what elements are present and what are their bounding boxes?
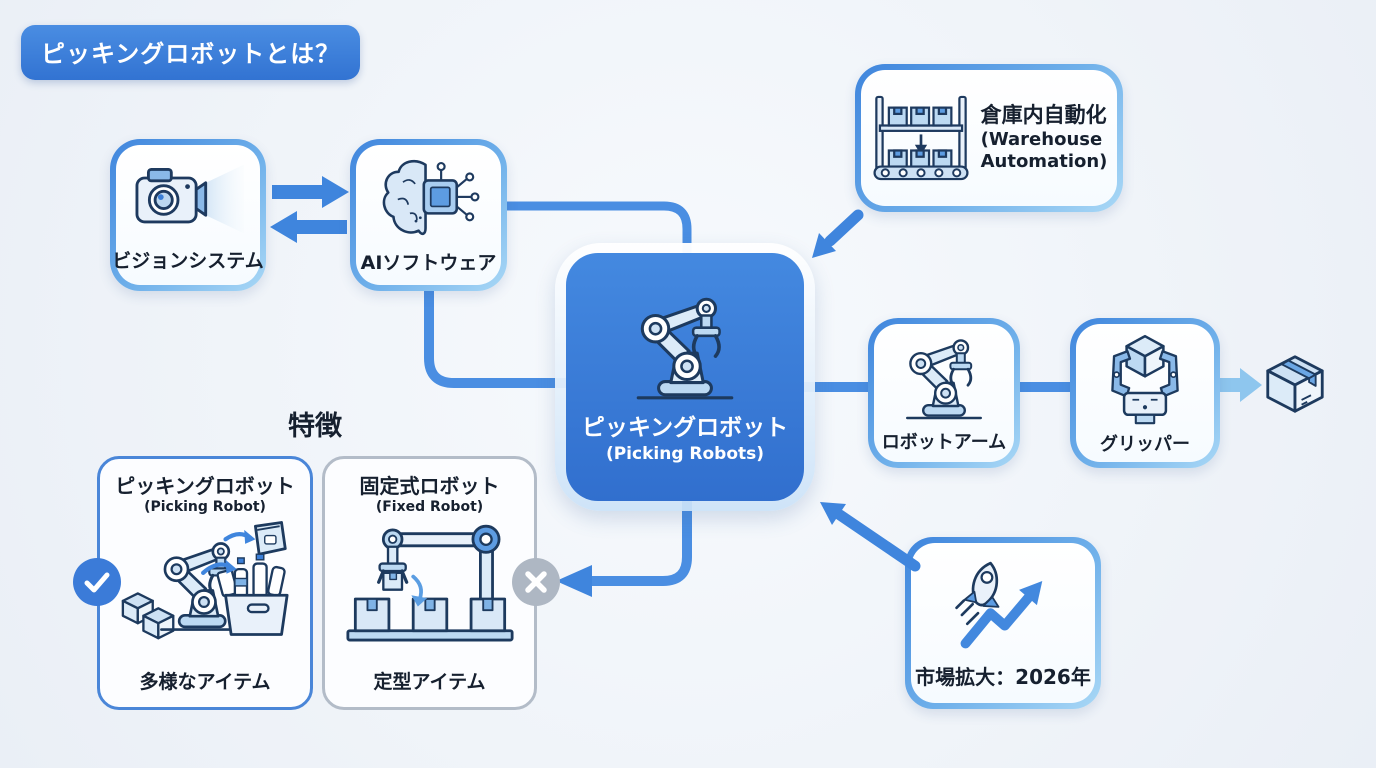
market-to-picking-arrow-shaft	[834, 509, 921, 572]
robot-arm-node: ロボットアーム	[868, 318, 1020, 468]
market-expansion-label: 市場拡大：2026年	[915, 665, 1091, 689]
ai-software-label: AIソフトウェア	[360, 251, 497, 274]
camera-icon	[135, 164, 244, 234]
vision-system-label: ビジョンシステム	[112, 250, 264, 272]
features-heading: 特徴	[288, 411, 342, 442]
market-expansion-node: 市場拡大：2026年	[905, 537, 1101, 709]
picking-variety-illustration	[121, 521, 289, 640]
vision-to-ai-arrow	[272, 176, 349, 208]
warehouse-automation-node: 倉庫内自動化 (Warehouse Automation)	[855, 64, 1123, 212]
picking-robot-arm-icon	[636, 297, 734, 400]
ai-to-vision-arrow	[270, 211, 347, 243]
brain-chip-icon	[382, 159, 479, 235]
picking-card-caption: 多様なアイテム	[139, 671, 271, 693]
fixed-card-title: 固定式ロボット	[359, 474, 500, 498]
warehouse-to-picking-arrow-shaft	[824, 209, 864, 247]
package-box-icon	[1266, 355, 1324, 413]
ai-to-picking-side-connector	[424, 283, 575, 388]
picking-card-subtitle: (Picking Robot)	[144, 499, 266, 515]
vision-system-node: ビジョンシステム	[110, 139, 266, 291]
warehouse-automation-label: 倉庫内自動化 (Warehouse Automation)	[980, 103, 1108, 172]
fixed-card-caption: 定型アイテム	[373, 671, 486, 693]
picking-robots-node: ピッキングロボット (Picking Robots)	[555, 243, 815, 511]
picking-robots-sublabel: (Picking Robots)	[605, 444, 765, 464]
gripper-icon	[1111, 334, 1179, 424]
picking-robots-label: ピッキングロボット	[581, 415, 789, 441]
rocket-growth-icon	[955, 561, 1043, 649]
title-badge: ピッキングロボットとは？	[21, 25, 361, 80]
fixed-robot-card: 固定式ロボット (Fixed Robot) 定型アイテム	[322, 456, 537, 710]
picking-card-title: ピッキングロボット	[115, 474, 295, 498]
fixed-card-subtitle: (Fixed Robot)	[375, 499, 484, 515]
market-to-picking-arrowhead	[820, 502, 846, 525]
picking-robot-card: ピッキングロボット (Picking Robot)	[97, 456, 313, 710]
ai-software-node: AIソフトウェア	[350, 139, 507, 291]
check-icon	[73, 558, 121, 606]
gripper-node: グリッパー	[1070, 318, 1220, 468]
warehouse-shelf-icon	[873, 95, 969, 181]
fixed-robot-illustration	[345, 524, 514, 642]
robot-arm-label: ロボットアーム	[881, 431, 1007, 453]
x-icon	[512, 558, 560, 606]
warehouse-to-picking-arrowhead	[812, 233, 836, 258]
gripper-label: グリッパー	[1100, 433, 1190, 455]
robot-arm-icon	[905, 338, 983, 419]
left-arrowhead	[556, 565, 592, 597]
gripper-to-package-arrow	[1218, 368, 1262, 402]
